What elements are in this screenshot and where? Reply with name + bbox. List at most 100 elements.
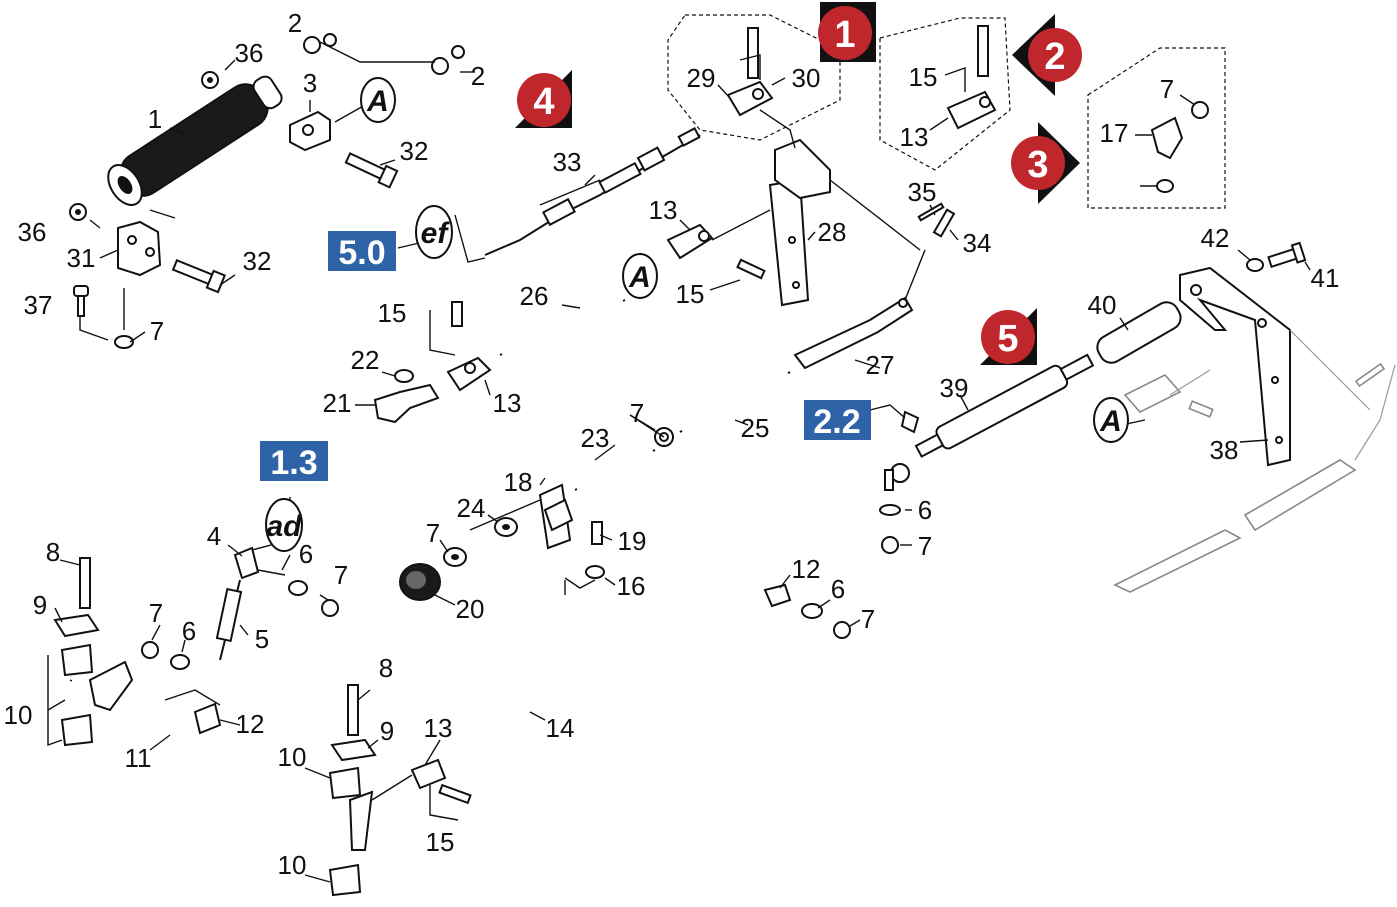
- part-label: 4: [207, 521, 221, 551]
- part-label: 32: [243, 246, 272, 276]
- variant-badge-5: 5: [980, 308, 1037, 365]
- part-label: 7: [150, 316, 164, 346]
- part-label: 6: [831, 574, 845, 604]
- part-label: 32: [400, 136, 429, 166]
- part-label: 13: [493, 388, 522, 418]
- part-label: 31: [67, 243, 96, 273]
- cylinder-assembly: [69, 33, 475, 349]
- part-label: 6: [299, 539, 313, 569]
- part-label: 10: [278, 742, 307, 772]
- part-label: 37: [24, 290, 53, 320]
- bubble-a-right-text: A: [1099, 405, 1122, 438]
- part-label: 33: [553, 147, 582, 177]
- variant-badge-2-text: 2: [1044, 36, 1065, 78]
- part-label: 15: [909, 62, 938, 92]
- part-label: 39: [940, 373, 969, 403]
- bubble-a-top-text: A: [366, 85, 389, 118]
- part-label: 36: [235, 38, 264, 68]
- part-label: 40: [1088, 290, 1117, 320]
- part-label: 12: [236, 709, 265, 739]
- part-label: 14: [546, 713, 575, 743]
- bubble-ef-text: ef: [421, 217, 451, 250]
- part-label: 6: [182, 616, 196, 646]
- part-labels: 1 2 2 3 4 5 6 6 6 6 7 7 7 7 7 7 7 7 8 8 …: [4, 8, 1340, 880]
- bottom-linkage: [47, 497, 861, 897]
- part-label: 15: [676, 279, 705, 309]
- part-label: 6: [918, 495, 932, 525]
- reference-5-0-text: 5.0: [338, 234, 385, 272]
- reference-2-2[interactable]: 2.2: [804, 400, 871, 441]
- part-label: 36: [18, 217, 47, 247]
- part-label: 11: [125, 743, 152, 773]
- part-label: 13: [649, 195, 678, 225]
- part-label: 12: [792, 554, 821, 584]
- variant-box-2: [879, 17, 1011, 171]
- part-label: 24: [457, 493, 486, 523]
- variant-badge-1: 1: [818, 2, 876, 62]
- part-label: 8: [379, 653, 393, 683]
- part-label: 9: [380, 716, 394, 746]
- bubble-a-top: A: [360, 77, 396, 123]
- part-label: 15: [426, 827, 455, 857]
- part-label: 7: [630, 398, 644, 428]
- part-label: 5: [255, 624, 269, 654]
- part-label: 7: [861, 604, 875, 634]
- part-label: 3: [303, 68, 317, 98]
- variant-badge-3: 3: [1011, 122, 1080, 204]
- bubble-ef: ef: [415, 205, 453, 259]
- part-label: 26: [520, 281, 549, 311]
- bubble-a-right: A: [1093, 397, 1129, 443]
- part-label: 13: [424, 713, 453, 743]
- variant-badge-4: 4: [515, 70, 572, 128]
- bubble-a-mid: A: [622, 253, 658, 299]
- variant-badge-5-text: 5: [997, 318, 1018, 360]
- reference-5-0[interactable]: 5.0: [328, 231, 396, 272]
- part-label: 23: [581, 423, 610, 453]
- cable-linkage: [355, 127, 926, 606]
- part-label: 7: [426, 518, 440, 548]
- variant-badge-4-text: 4: [533, 81, 554, 123]
- part-label: 2: [288, 8, 302, 38]
- part-label: 42: [1201, 223, 1230, 253]
- bubble-ad-text: ad: [266, 510, 302, 543]
- part-label: 8: [46, 537, 60, 567]
- part-label: 29: [687, 63, 716, 93]
- part-label: 28: [818, 217, 847, 247]
- bubble-ad: ad: [265, 498, 303, 552]
- bubble-a-mid-text: A: [628, 261, 651, 294]
- part-label: 18: [504, 467, 533, 497]
- part-label: 41: [1311, 263, 1340, 293]
- part-label: 27: [866, 350, 895, 380]
- part-label: 13: [900, 122, 929, 152]
- part-label: 16: [617, 571, 646, 601]
- part-label: 34: [963, 228, 992, 258]
- variant-box-1: [667, 14, 841, 149]
- part-label: 7: [334, 560, 348, 590]
- part-label: 22: [351, 345, 380, 375]
- part-label: 1: [148, 104, 162, 134]
- variant-badge-3-text: 3: [1027, 144, 1048, 186]
- part-label: 10: [4, 700, 33, 730]
- part-label: 7: [918, 531, 932, 561]
- part-label: 35: [908, 177, 937, 207]
- part-label: 25: [741, 413, 770, 443]
- part-label: 20: [456, 594, 485, 624]
- part-label: 21: [323, 388, 352, 418]
- part-label: 7: [149, 598, 163, 628]
- part-label: 38: [1210, 435, 1239, 465]
- right-assembly: [869, 202, 1396, 593]
- part-label: 9: [33, 590, 47, 620]
- part-label: 10: [278, 850, 307, 880]
- part-label: 7: [1160, 74, 1174, 104]
- reference-1-3[interactable]: 1.3: [260, 441, 328, 482]
- variant-box-3: [1087, 47, 1226, 209]
- variant-badge-2: 2: [1012, 14, 1082, 96]
- part-label: 15: [378, 298, 407, 328]
- part-label: 19: [618, 526, 647, 556]
- reference-2-2-text: 2.2: [813, 403, 860, 441]
- part-label: 2: [471, 61, 485, 91]
- part-label: 30: [792, 63, 821, 93]
- variant-badge-1-text: 1: [834, 14, 855, 56]
- reference-1-3-text: 1.3: [270, 444, 317, 482]
